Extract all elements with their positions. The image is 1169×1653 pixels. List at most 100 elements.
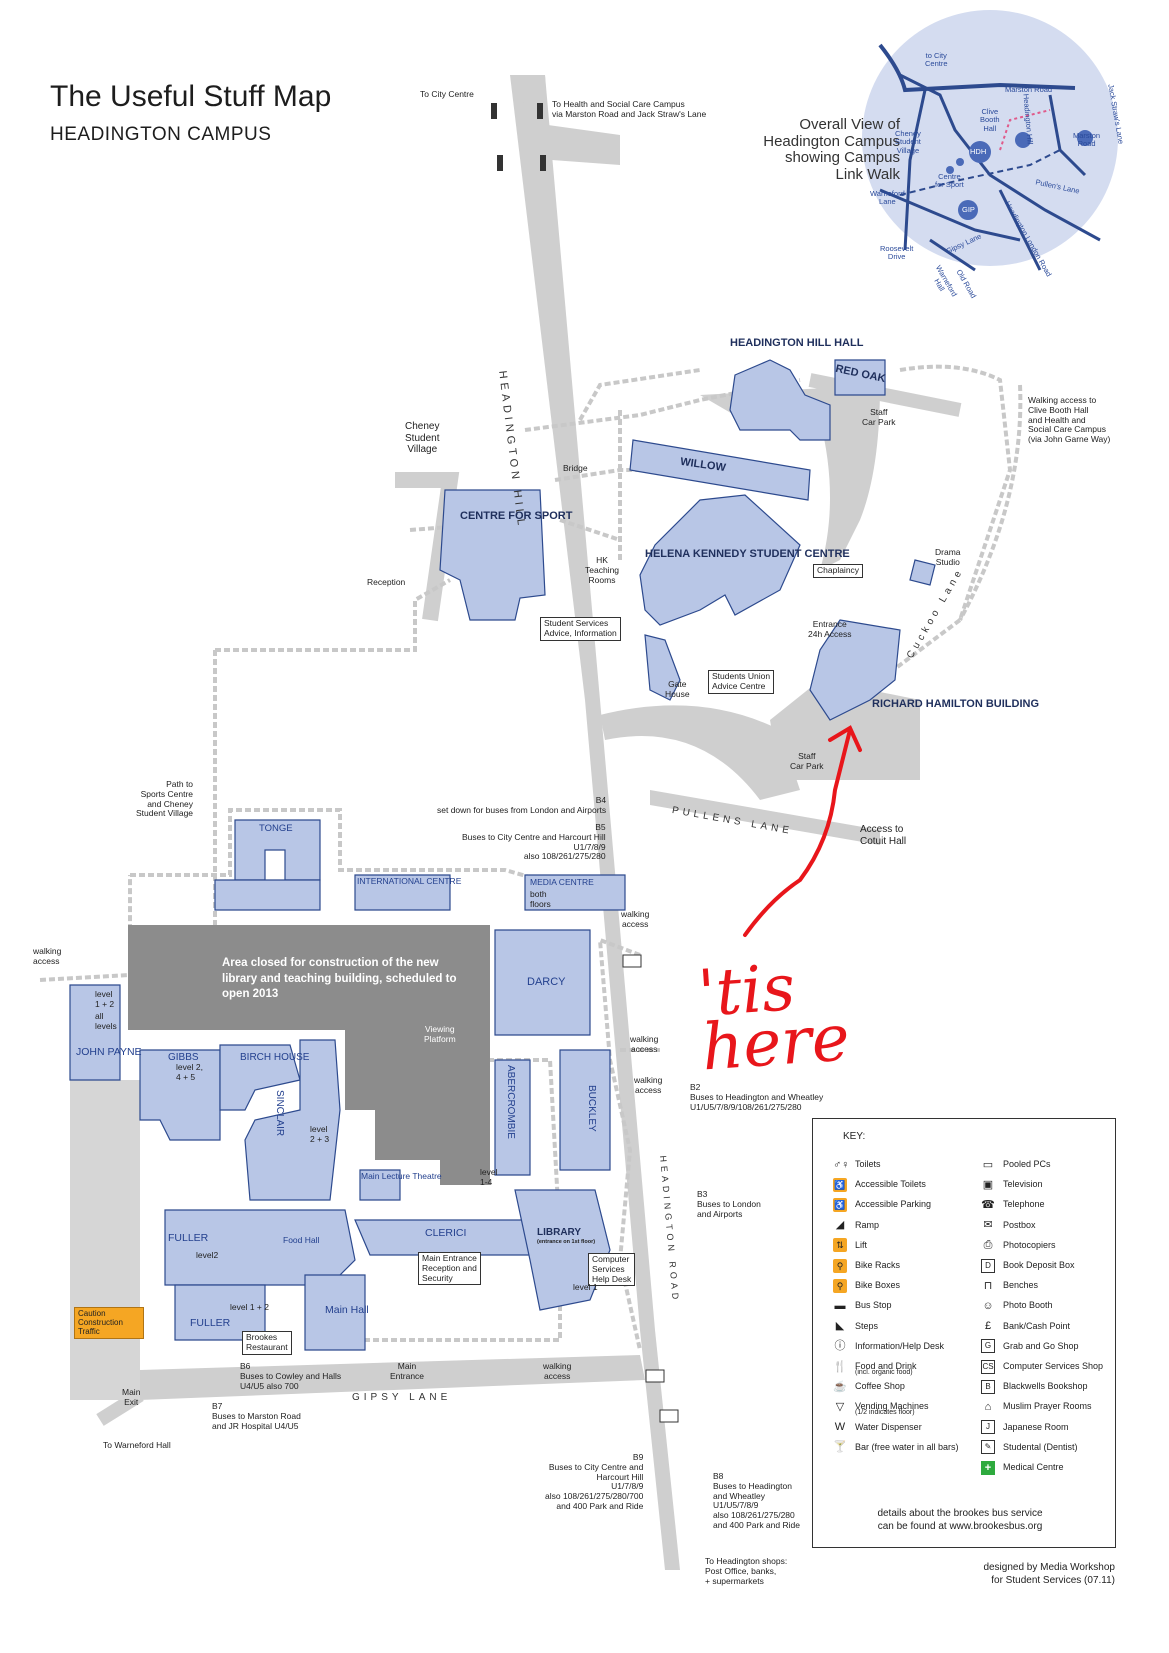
accessible-parking-icon: ♿ (833, 1198, 847, 1213)
label-level1: level 1 (573, 1282, 598, 1292)
key-item-label: Food and Drink (855, 1361, 917, 1371)
label-walking-access-clive: Walking access to Clive Booth Hall and H… (1028, 395, 1111, 445)
ov-warneford-lane: Warneford Lane (870, 189, 905, 207)
blackwells-icon: B (981, 1379, 995, 1394)
key-item-label: Computer Services Shop (1003, 1361, 1104, 1371)
label-helena-kennedy: HELENA KENNEDY STUDENT CENTRE (645, 548, 850, 560)
key-item: ⚲Bike Racks (833, 1258, 900, 1273)
page-subtitle: HEADINGTON CAMPUS (50, 124, 272, 145)
label-b3: B3 Buses to London and Airports (697, 1189, 761, 1219)
key-item-label: Bar (free water in all bars) (855, 1441, 959, 1452)
key-item: ⚲Bike Boxes (833, 1278, 900, 1293)
bus-stop-icon: ▬ (834, 1300, 846, 1313)
ramp-icon: ◢ (835, 1219, 845, 1232)
key-item: +Medical Centre (981, 1460, 1064, 1475)
label-b8: B8 Buses to Headington and Wheatley U1/U… (713, 1471, 800, 1530)
label-tonge: TONGE (259, 823, 293, 834)
label-library-note: (entrance on 1st floor) (537, 1239, 596, 1245)
map-key: KEY: ♂♀Toilets♿Accessible Toilets♿Access… (812, 1118, 1116, 1548)
key-item: ▭Pooled PCs (981, 1157, 1051, 1171)
key-item-label: Television (1003, 1179, 1043, 1190)
label-main-exit: Main Exit (122, 1387, 141, 1407)
key-item-label: Photo Booth (1003, 1300, 1053, 1311)
label-fuller-level2: level2 (196, 1250, 219, 1260)
key-item-label: Bank/Cash Point (1003, 1320, 1071, 1331)
key-item-label: Information/Help Desk (855, 1340, 945, 1351)
label-to-warneford-hall: To Warneford Hall (103, 1440, 171, 1450)
label-main-hall: Main Hall (325, 1304, 369, 1316)
caution-sign: Caution Construction Traffic (74, 1307, 144, 1340)
label-library: LIBRARY (537, 1227, 582, 1238)
key-item: ⇅ Lift (833, 1238, 868, 1253)
key-item: ◢ Ramp (833, 1218, 879, 1232)
lift-icon: ⇅ (833, 1238, 847, 1253)
prayer-icon: ⌂ (984, 1401, 992, 1414)
label-sinclair: SINCLAIR (274, 1090, 285, 1137)
key-item-label: Lift (855, 1239, 868, 1250)
key-item-label: Grab and Go Shop (1003, 1340, 1079, 1351)
medical-icon: + (981, 1460, 995, 1475)
label-sinclair-levels: level 2 + 3 (310, 1124, 330, 1144)
bar-icon: 🍸 (833, 1441, 847, 1454)
label-b7: B7 Buses to Marston Road and JR Hospital… (212, 1401, 301, 1431)
label-headington-hill-hall: HEADINGTON HILL HALL (730, 337, 864, 349)
label-walking-access-2: walking access (630, 1034, 659, 1054)
key-item: 🍴Food and Drink(incl. organic food) (833, 1359, 917, 1376)
key-item-label: Muslim Prayer Rooms (1003, 1401, 1092, 1412)
label-media-centre: MEDIA CENTRE (530, 877, 594, 887)
design-credit: designed by Media Workshop for Student S… (983, 1562, 1115, 1586)
ov-marston-road-building: Marston Road (1073, 131, 1101, 149)
label-darcy: DARCY (527, 976, 566, 988)
bus-service-note: details about the brookes bus service ca… (877, 1508, 1043, 1532)
key-item: ⌂ Muslim Prayer Rooms (981, 1399, 1092, 1413)
key-item-label: Telephone (1003, 1199, 1045, 1210)
label-entrance-24h: Entrance 24h Access (808, 619, 852, 639)
page-title: The Useful Stuff Map (50, 80, 332, 113)
label-gate-house: Gate House (665, 679, 690, 699)
key-item: ♿Accessible Parking (833, 1197, 931, 1213)
coffee-shop-icon: ☕ (833, 1380, 847, 1393)
key-item: ☕Coffee Shop (833, 1379, 905, 1393)
label-b2: B2 Buses to Headington and Wheatley U1/U… (690, 1082, 824, 1112)
label-international-centre: INTERNATIONAL CENTRE (357, 876, 462, 886)
label-fuller-levels: level 1 + 2 (230, 1302, 269, 1312)
key-item: ✎Studental (Dentist) (981, 1440, 1078, 1455)
benches-icon: ⊓ (983, 1279, 993, 1292)
label-b5: B5 Buses to City Centre and Harcourt Hil… (462, 822, 606, 862)
telephone-icon: ☎ (981, 1199, 995, 1212)
label-path-to-sports: Path to Sports Centre and Cheney Student… (136, 779, 194, 819)
pooled-pcs-icon: ▭ (982, 1158, 994, 1171)
bike-racks-icon: ⚲ (833, 1258, 847, 1273)
japanese-room-icon: J (981, 1420, 995, 1435)
label-chaplaincy: Chaplaincy (813, 564, 864, 578)
label-gibbs: GIBBS (168, 1052, 199, 1063)
label-walking-access-left: walking access (33, 946, 62, 966)
label-student-services: Student Services Advice, Information (540, 617, 621, 641)
key-item-label: Benches (1003, 1280, 1039, 1291)
key-item: ◣Steps (833, 1319, 878, 1333)
key-item-label: Ramp (855, 1219, 880, 1230)
key-item: 🍸 Bar (free water in all bars) (833, 1440, 959, 1454)
photocopiers-icon: ⎙ (983, 1239, 993, 1252)
ov-to-city-centre: to City Centre (925, 51, 948, 69)
label-clerici: CLERICI (425, 1227, 467, 1239)
label-b4: B4 set down for buses from London and Ai… (437, 795, 607, 815)
key-item-label: Toilets (855, 1159, 881, 1169)
label-brookes-restaurant: Brookes Restaurant (242, 1331, 292, 1355)
label-b6: B6 Buses to Cowley and Halls U4/U5 also … (240, 1361, 342, 1391)
key-item: £Bank/Cash Point (981, 1319, 1070, 1333)
label-gibbs-levels: level 2, 4 + 5 (176, 1062, 203, 1082)
label-walking-access-4: walking access (543, 1361, 572, 1381)
vending-icon: ▽ (835, 1401, 845, 1414)
key-item-label: Studental (Dentist) (1003, 1441, 1078, 1452)
key-item: ⊓ Benches (981, 1278, 1038, 1292)
label-to-headington-shops: To Headington shops: Post Office, banks,… (705, 1556, 788, 1586)
label-both-floors: both floors (530, 889, 551, 909)
toilets-icon: ♂♀ (833, 1158, 850, 1171)
label-fuller-top: FULLER (168, 1232, 209, 1244)
key-item: ▬Bus Stop (833, 1298, 892, 1312)
